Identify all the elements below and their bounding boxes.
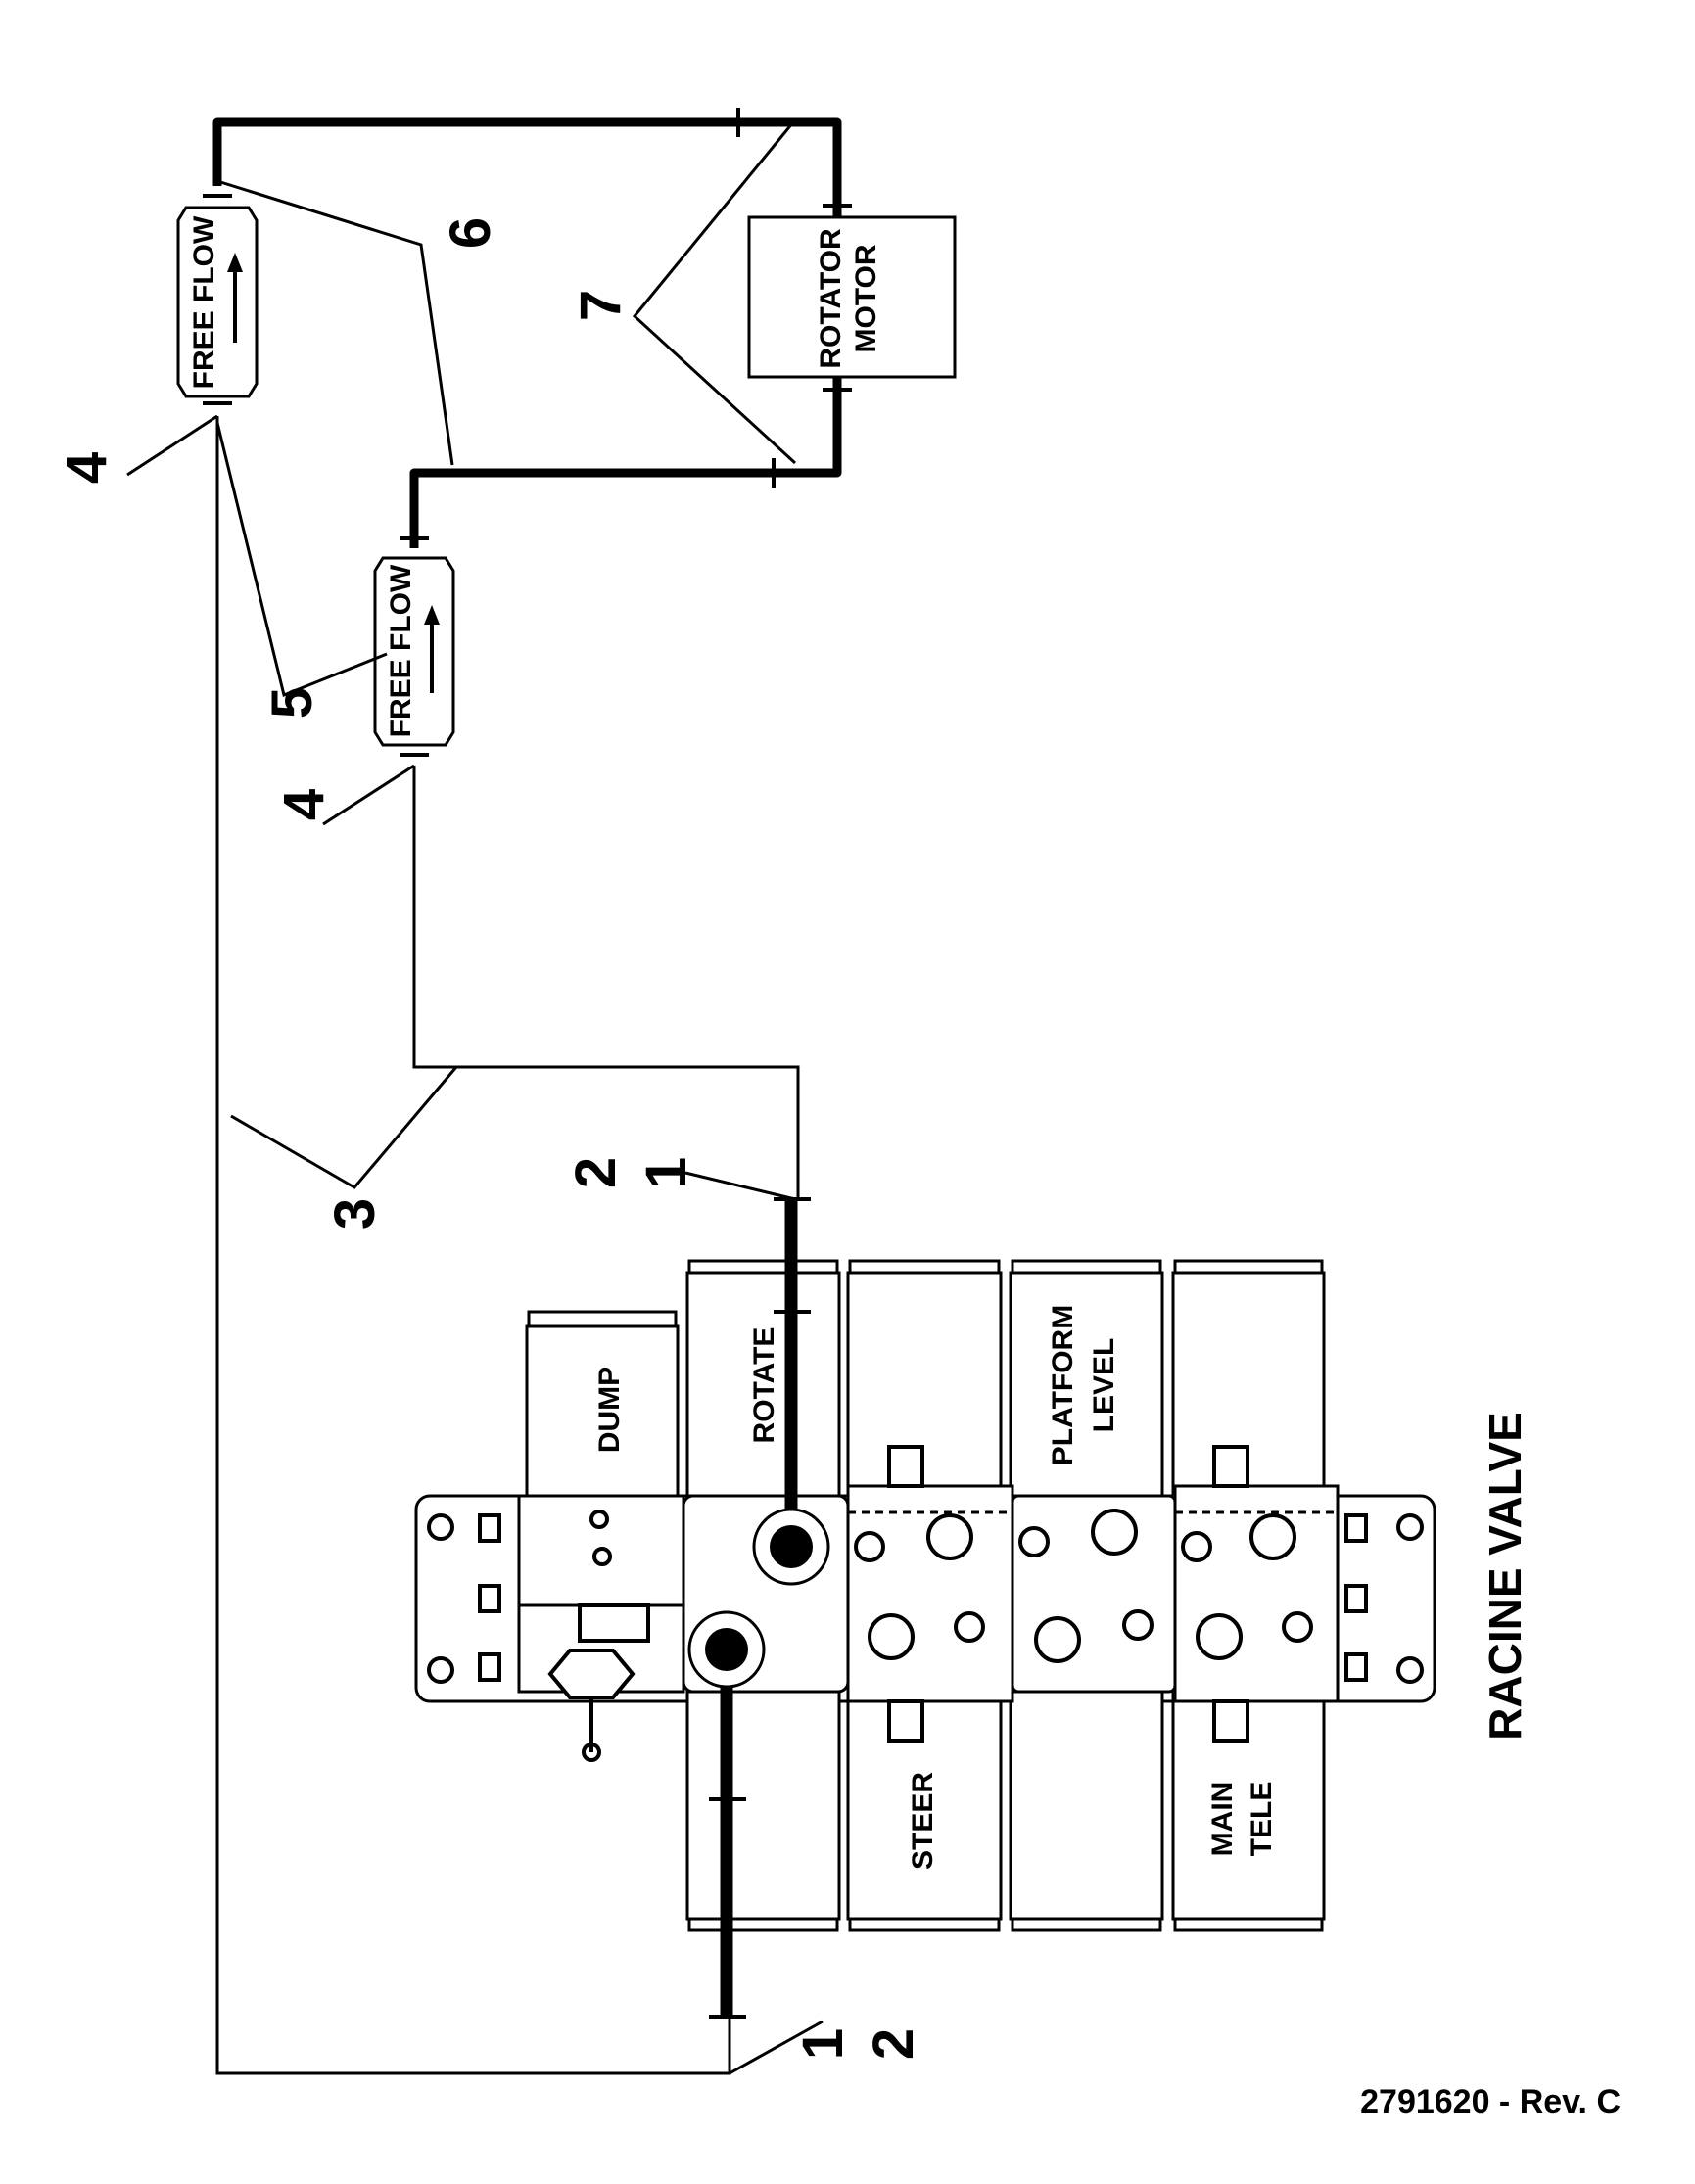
section-label-platform-line1: PLATFORM: [1047, 1305, 1079, 1465]
valve-sections: [517, 1484, 1340, 1703]
check-valve-upper: FREE FLOW: [176, 206, 259, 398]
callout-2-top: 2: [564, 1157, 628, 1188]
callout-7: 7: [569, 290, 633, 321]
check-valve-upper-label: FREE FLOW: [188, 215, 220, 389]
callout-1-bottom: 1: [791, 2028, 855, 2060]
callout-3: 3: [323, 1198, 387, 1230]
callout-6: 6: [439, 217, 502, 249]
callout-1-top: 1: [635, 1157, 698, 1188]
callout-5: 5: [260, 687, 324, 719]
motor-label-line1: ROTATOR: [815, 228, 847, 369]
section-label-steer: STEER: [907, 1772, 939, 1870]
section-label-main-line2: TELE: [1246, 1782, 1278, 1857]
callout-4-upper: 4: [55, 452, 118, 484]
callout-2-bottom: 2: [862, 2028, 925, 2060]
racine-valve-assembly: DUMP ROTATE STEER PLATFORM LEVEL MAIN TE…: [414, 1197, 1436, 2019]
section-label-main-line1: MAIN: [1206, 1782, 1239, 1857]
part-number: 2791620 - Rev. C: [1360, 2083, 1621, 2120]
valve-ports: [589, 1509, 1313, 1663]
valve-section-labels: DUMP ROTATE STEER PLATFORM LEVEL MAIN TE…: [593, 1305, 1278, 1870]
diagram-title: RACINE VALVE: [1480, 1412, 1530, 1741]
leader-lines: [126, 121, 824, 2075]
spool-housings-upper: [525, 1259, 1326, 1498]
rotator-motor: ROTATOR MOTOR: [747, 215, 957, 379]
thin-hydraulic-lines: [215, 416, 800, 2075]
rotate-pipes: [687, 1197, 830, 2019]
section-label-platform-line2: LEVEL: [1088, 1338, 1120, 1433]
rotator-hoses: [203, 108, 852, 757]
dump-fitting: [547, 1603, 650, 1762]
check-valve-lower-label: FREE FLOW: [385, 564, 417, 737]
check-valve-lower: FREE FLOW: [373, 556, 455, 747]
motor-label-line2: MOTOR: [850, 244, 882, 352]
callout-numbers: 4 4 5 6 7 3 2 1 1 2: [55, 217, 925, 2060]
callout-4-lower: 4: [272, 789, 336, 820]
section-label-rotate: ROTATE: [748, 1327, 780, 1444]
section-label-dump: DUMP: [593, 1367, 626, 1453]
plate-studs: [478, 1445, 1368, 1743]
